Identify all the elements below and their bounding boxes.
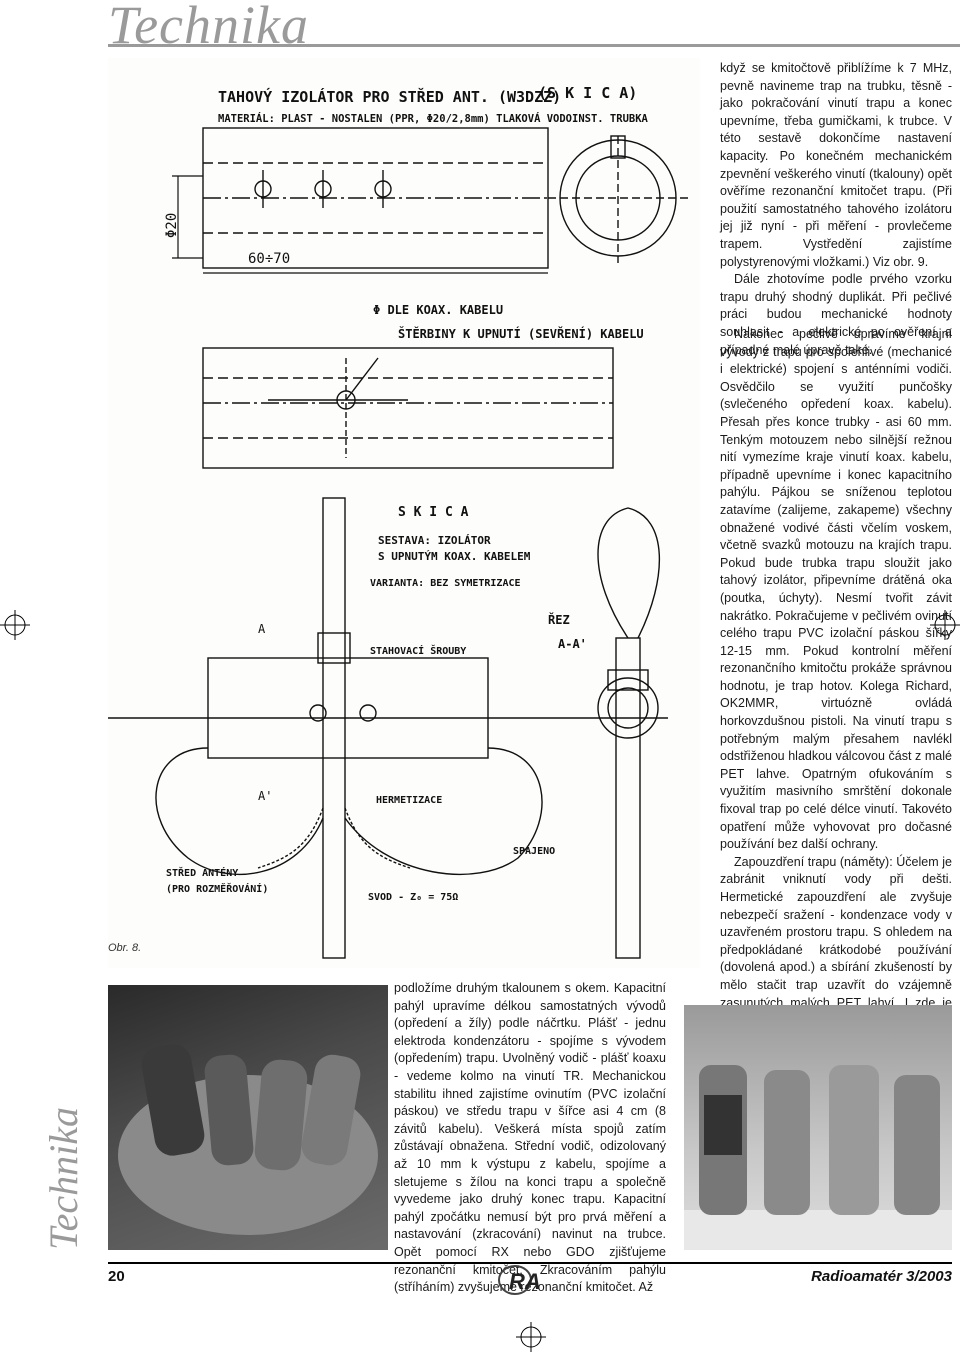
dimension-diameter: [172, 175, 203, 259]
paragraph: Nakonec pečlivě upravíme krajní vývody z…: [720, 327, 952, 852]
label-rez-aa: A-A': [558, 637, 587, 651]
journal-title: Radioamatér 3/2003: [811, 1268, 952, 1285]
label-a-prime: A': [258, 789, 272, 803]
kabel-label: Φ DLE KOAX. KABELU: [373, 303, 503, 317]
plate-top-view: [202, 127, 549, 269]
registration-mark-right: [930, 610, 960, 640]
paragraph: Dále zhotovíme podle prvého vzorku trapu…: [720, 272, 952, 357]
label-stred: STŘED ANTÉNY: [166, 866, 238, 879]
paragraph: podložíme druhým tkalounem s okem. Kapac…: [394, 981, 666, 1295]
label-stahovaci: STAHOVACÍ ŠROUBY: [370, 644, 466, 657]
photo-hands-traps: [108, 985, 388, 1250]
sketch1-skica: (S K I C A): [538, 84, 637, 102]
page-number: 20: [108, 1268, 125, 1285]
text-column-right-bottom: Nakonec pečlivě upravíme krajní vývody z…: [720, 326, 952, 1100]
sketch1-material: MATERIÁL: PLAST - NOSTALEN (PPR, Φ20/2,8…: [218, 112, 649, 125]
label-spajeno: SPÁJENO: [513, 844, 555, 857]
footer-rule: [108, 1262, 952, 1264]
assembly-side-view: [597, 507, 661, 959]
text-column-right-top: když se kmitočtově přiblížíme k 7 MHz, p…: [720, 60, 952, 359]
figure-caption: Obr. 8.: [108, 942, 142, 954]
text-column-middle: podložíme druhým tkalounem s okem. Kapac…: [394, 980, 666, 1297]
label-hermetizace: HERMETIZACE: [376, 795, 442, 806]
sketch2-varianta: VARIANTA: BEZ SYMETRIZACE: [370, 578, 521, 589]
header-title: Technika: [108, 0, 309, 55]
dim-diameter-label: Φ20: [164, 213, 180, 238]
svg-text:RA: RA: [509, 1269, 541, 1294]
label-rozmer: (PRO ROZMĚŘOVÁNÍ): [166, 882, 268, 895]
label-svod: SVOD - Z₀ = 75Ω: [368, 892, 458, 903]
photo-traps-table: [684, 1005, 952, 1250]
technical-sketch: TAHOVÝ IZOLÁTOR PRO STŘED ANT. (W3DZZ) (…: [108, 84, 688, 959]
header-rule: [108, 44, 960, 47]
paragraph: když se kmitočtově přiblížíme k 7 MHz, p…: [720, 61, 952, 269]
assembly-front-view: [108, 497, 668, 959]
label-rez: ŘEZ: [548, 612, 570, 627]
sketch2-upnutym: S UPNUTÝM KOAX. KABELEM: [378, 550, 531, 563]
registration-mark-bottom: [516, 1322, 546, 1352]
sketch2-sestava: SESTAVA: IZOLÁTOR: [378, 534, 491, 547]
plate-slot-view: [202, 347, 614, 469]
dim-length-label: 60÷70: [248, 251, 290, 267]
sketch2-skica: S K I C A: [398, 505, 469, 520]
sketch1-title: TAHOVÝ IZOLÁTOR PRO STŘED ANT. (W3DZZ): [218, 87, 561, 106]
figure-drawing: [108, 58, 700, 968]
label-a: A: [258, 622, 266, 636]
radioamater-logo: RA: [498, 1265, 541, 1295]
registration-mark-left: [0, 610, 30, 640]
side-title: Technika: [41, 1107, 86, 1250]
sterbiny-label: ŠTĚRBINY K UPNUTÍ (SEVŘENÍ) KABELU: [398, 326, 644, 341]
tube-section-view: [548, 135, 688, 263]
